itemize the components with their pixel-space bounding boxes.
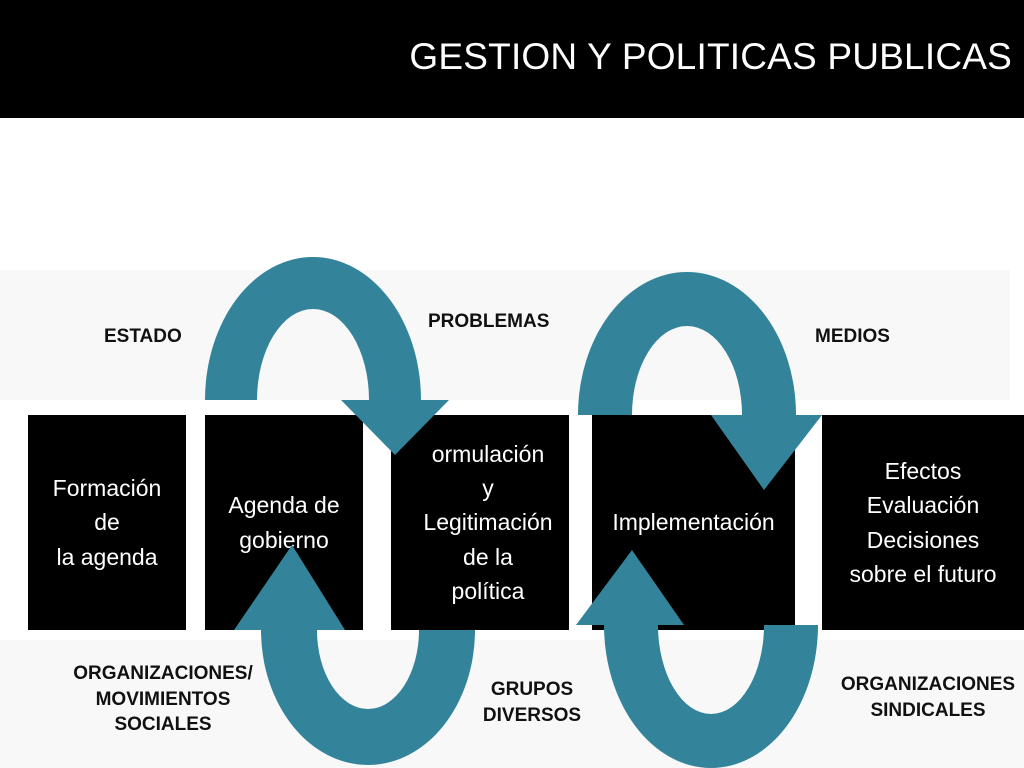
box-implementacion: Implementación — [592, 415, 795, 630]
top-band — [0, 270, 1010, 400]
label-organizaciones-movimientos: ORGANIZACIONES/ MOVIMIENTOS SOCIALES — [73, 663, 253, 736]
box-formacion-agenda-text: Formación de la agenda — [52, 475, 162, 570]
box-efectos-text: Efectos Evaluación Decisiones sobre el f… — [849, 458, 997, 587]
box-formulacion-text: ormulación y Legitimación de la política — [423, 441, 553, 604]
box-formacion-agenda: Formación de la agenda — [28, 415, 186, 630]
bottom-band — [0, 640, 1024, 768]
label-grupos-diversos: GRUPOS DIVERSOS — [482, 679, 582, 726]
box-agenda-gobierno-text: Agenda de gobierno — [228, 492, 340, 553]
box-implementacion-text: Implementación — [612, 509, 775, 536]
label-estado: ESTADO — [104, 326, 182, 347]
box-agenda-gobierno: Agenda de gobierno — [205, 415, 363, 630]
header-bar: GESTION Y POLITICAS PUBLICAS — [0, 0, 1024, 118]
label-problemas: PROBLEMAS — [428, 311, 550, 332]
box-efectos: Efectos Evaluación Decisiones sobre el f… — [822, 415, 1024, 630]
label-organizaciones-sindicales: ORGANIZACIONES SINDICALES — [840, 674, 1016, 721]
label-medios: MEDIOS — [815, 326, 890, 347]
box-formulacion: ormulación y Legitimación de la política — [391, 415, 569, 630]
page-title: GESTION Y POLITICAS PUBLICAS — [409, 36, 1012, 77]
